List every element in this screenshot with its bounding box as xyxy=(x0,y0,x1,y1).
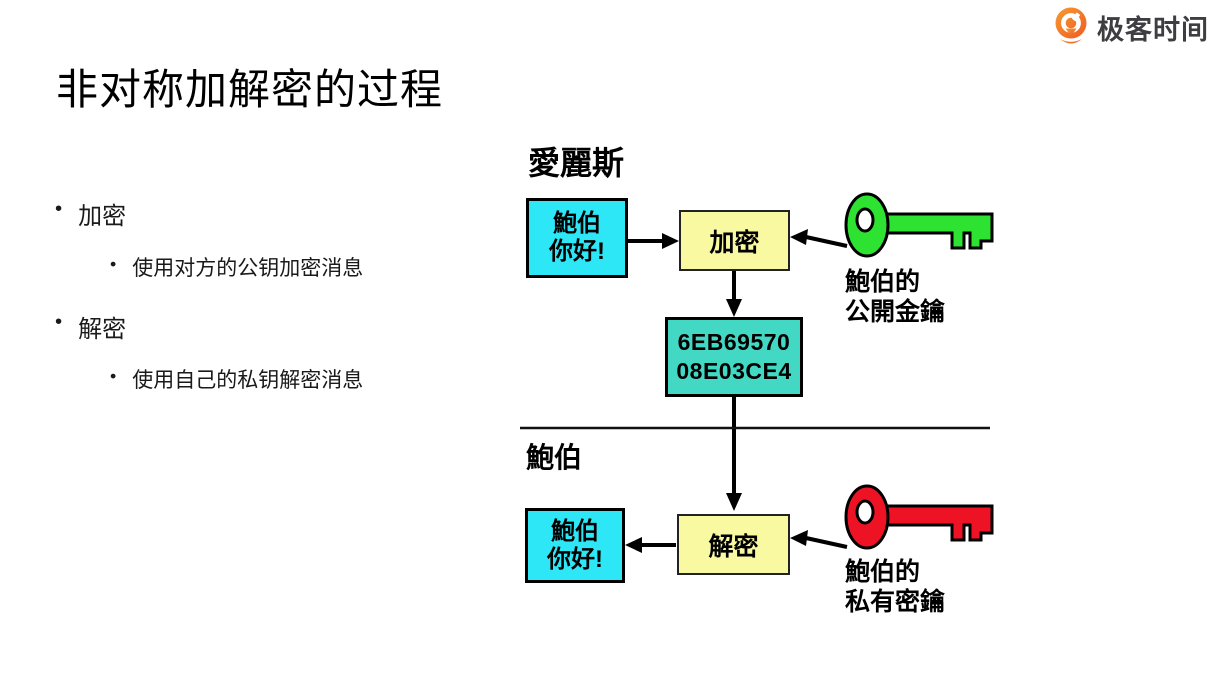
brand-name: 极客时间 xyxy=(1097,14,1209,45)
arrow-cipher-to-decrypt xyxy=(726,397,742,511)
bullet-decrypt-sub: • 使用自己的私钥解密消息 xyxy=(110,364,363,394)
arrow-pubkey-to-encrypt xyxy=(790,229,848,248)
arrow-plain-to-encrypt xyxy=(628,233,679,249)
public-key-icon xyxy=(844,192,994,258)
bob-heading: 鮑伯 xyxy=(526,442,583,473)
bullet-encrypt-sub-text: 使用对方的公钥加密消息 xyxy=(132,257,364,280)
arrow-encrypt-to-cipher xyxy=(726,270,742,317)
bullet-encrypt-label: 加密 xyxy=(78,203,127,230)
cipher-line1: 6EB69570 xyxy=(677,329,791,355)
public-key-label-line1: 鮑伯的 xyxy=(845,268,921,296)
plaintext-line2: 你好! xyxy=(547,545,603,573)
alice-heading: 愛麗斯 xyxy=(528,145,625,181)
bullet-decrypt-sub-text: 使用自己的私钥解密消息 xyxy=(132,369,364,392)
brand-logo: 极客时间 xyxy=(1051,6,1209,48)
diagram-connectors xyxy=(520,192,994,553)
decrypt-box: 解密 xyxy=(677,514,790,575)
geektime-icon xyxy=(1055,7,1087,44)
page-title: 非对称加解密的过程 xyxy=(56,66,444,114)
ciphertext-box: 6EB69570 08E03CE4 xyxy=(665,317,803,397)
arrow-privkey-to-decrypt xyxy=(790,530,848,549)
arrow-decrypt-to-plain xyxy=(625,537,676,553)
bullet-encrypt: • 加密 xyxy=(55,196,126,231)
bullet-dot: • xyxy=(110,366,117,386)
plaintext-line1: 鮑伯 xyxy=(553,210,601,237)
private-key-label-line2: 私有密鑰 xyxy=(845,588,946,616)
plaintext-line1: 鮑伯 xyxy=(551,517,599,545)
encrypt-box: 加密 xyxy=(679,210,790,271)
cipher-line2: 08E03CE4 xyxy=(676,358,792,384)
private-key-icon xyxy=(844,484,994,550)
public-key-label: 鮑伯的 公開金鑰 xyxy=(845,267,945,327)
bullet-dot: • xyxy=(110,254,117,274)
private-key-label: 鮑伯的 私有密鑰 xyxy=(845,557,945,617)
plaintext-line2: 你好! xyxy=(549,238,605,265)
bullet-dot: • xyxy=(55,311,63,333)
public-key-label-line2: 公開金鑰 xyxy=(845,298,946,326)
plaintext-box-alice: 鮑伯 你好! xyxy=(526,198,628,278)
bullet-decrypt-label: 解密 xyxy=(78,316,127,343)
plaintext-box-bob: 鮑伯 你好! xyxy=(525,508,625,583)
bullet-encrypt-sub: • 使用对方的公钥加密消息 xyxy=(110,252,363,282)
private-key-label-line1: 鮑伯的 xyxy=(845,558,921,586)
bullet-dot: • xyxy=(55,198,63,220)
bullet-decrypt: • 解密 xyxy=(55,309,126,344)
